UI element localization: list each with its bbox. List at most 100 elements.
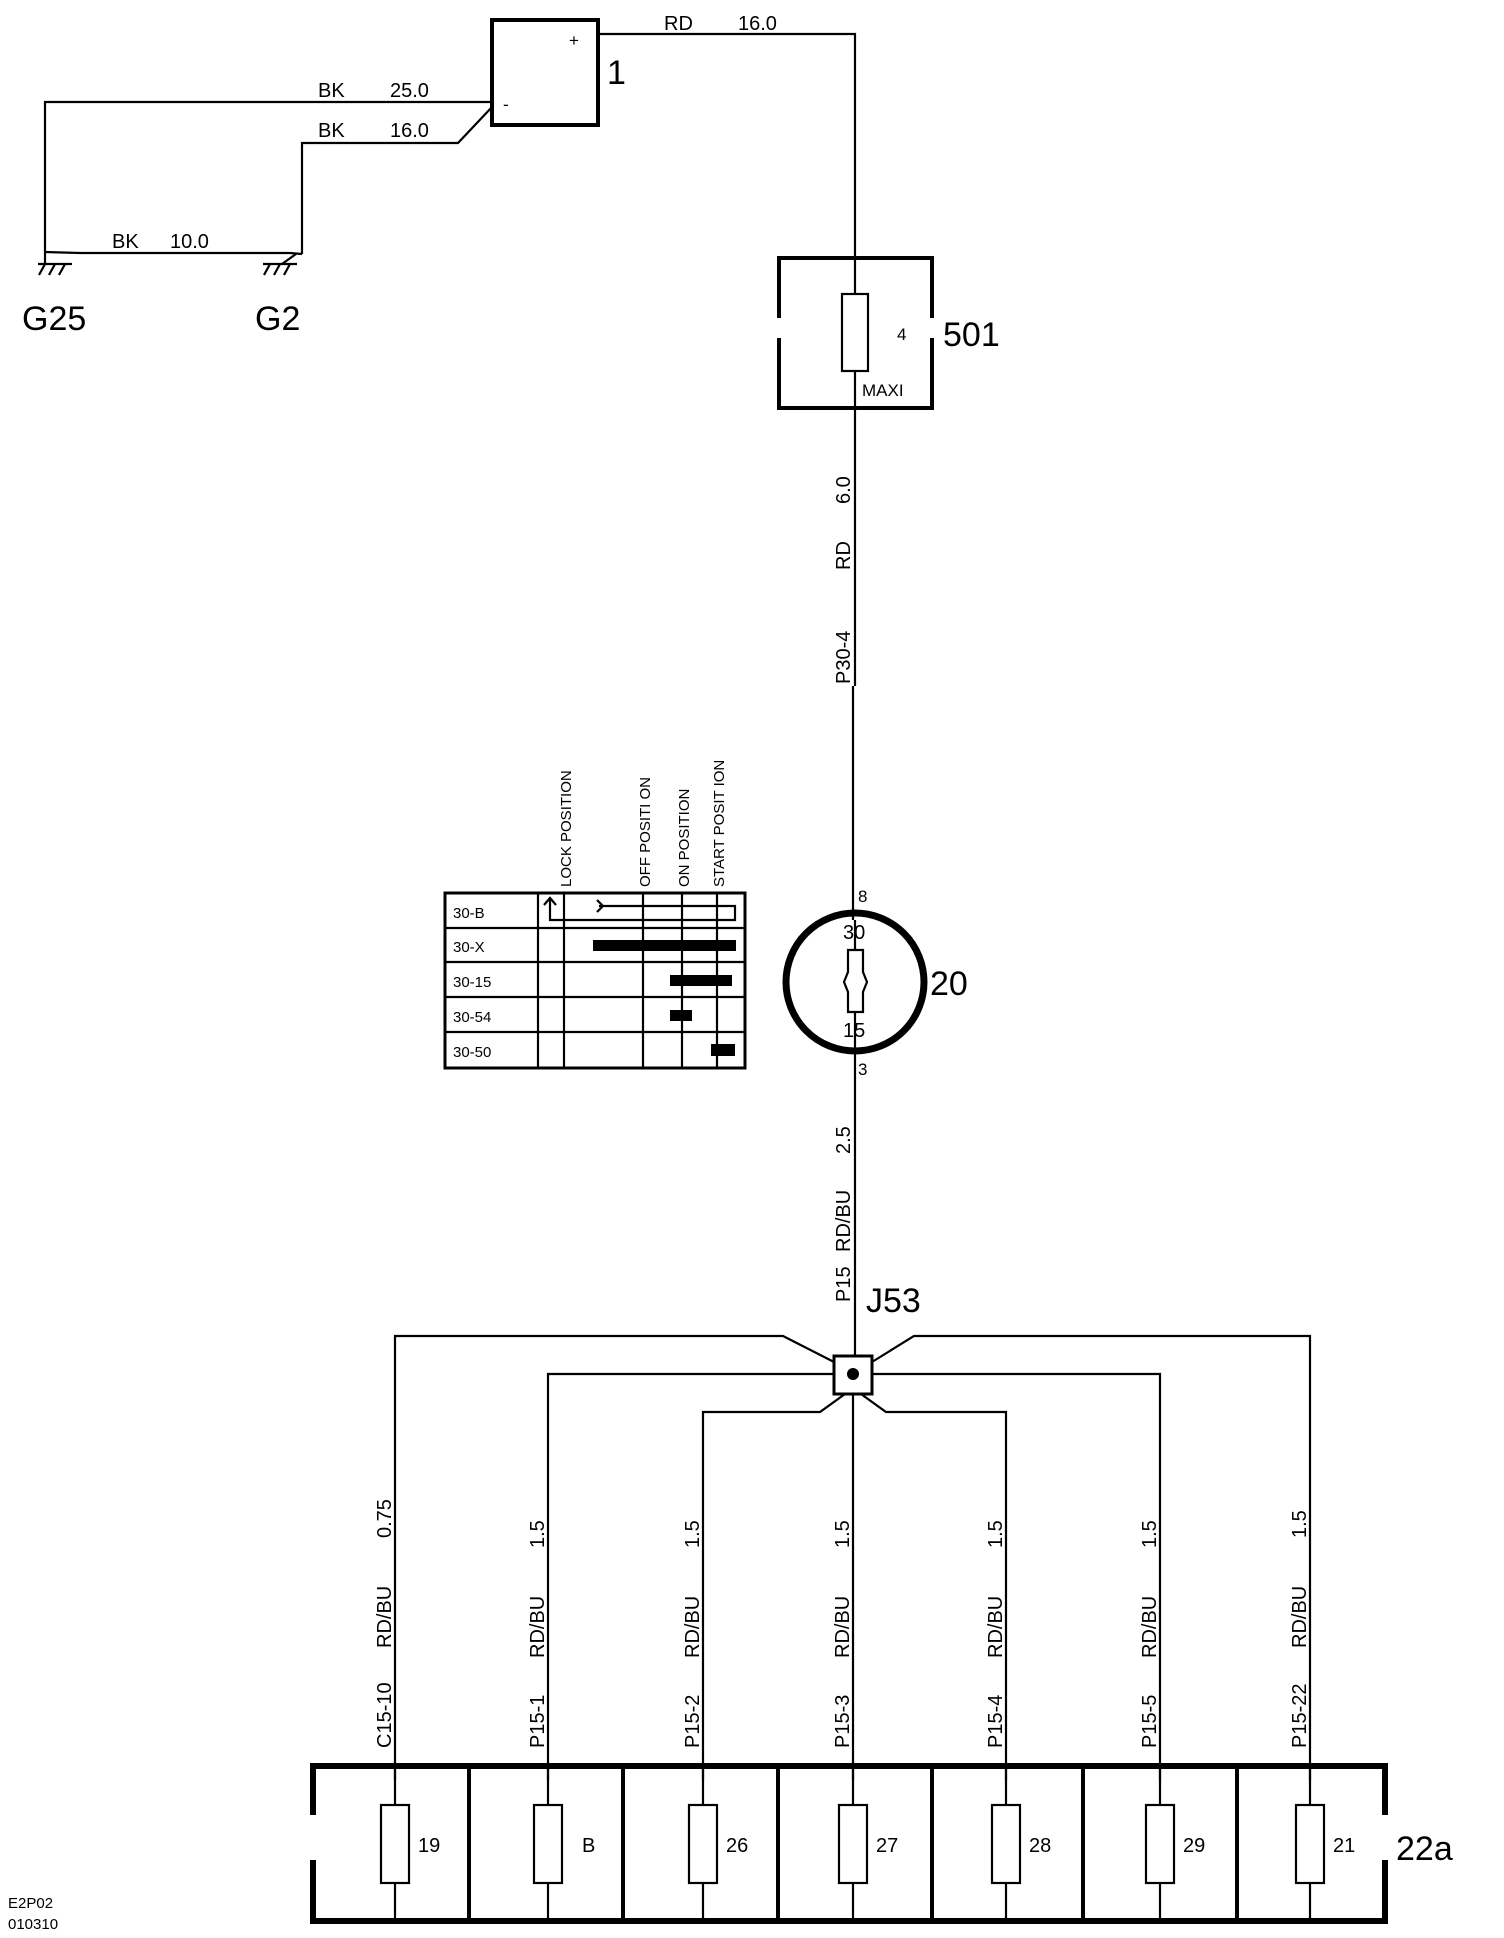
wire-size-label: 25.0 [390, 80, 429, 102]
wire-circuit-label: P15 [833, 1266, 855, 1302]
table-row-label: 30-15 [453, 974, 491, 991]
branch-label: C15-10 RD/BU 0.75 [374, 1499, 396, 1748]
position-header: START POSIT ION [711, 760, 728, 887]
wire-color-label: RD/BU [1139, 1596, 1161, 1658]
fuse-number: 27 [876, 1835, 898, 1857]
battery: + - 1 [490, 18, 626, 127]
wire-color-label: RD [664, 13, 693, 35]
ground-g25-label: G25 [22, 300, 86, 338]
branch-label: P15-3 RD/BU 1.5 [832, 1520, 854, 1748]
wire-circuit-label: P15-22 [1289, 1684, 1311, 1749]
fuse-b: B [532, 1766, 595, 1921]
wire-size-label: 1.5 [985, 1520, 1007, 1548]
fuse-number: 21 [1333, 1835, 1355, 1857]
wire-size-label: 16.0 [738, 13, 777, 35]
wire-circuit-label: C15-10 [374, 1682, 396, 1748]
fuse-box-id: 22a [1396, 1830, 1453, 1868]
row-30-50-bar [711, 1044, 735, 1056]
branch-label: P15-5 RD/BU 1.5 [1139, 1520, 1161, 1748]
wire-battery-to-g2: BK 16.0 [300, 106, 493, 254]
key-icon [842, 948, 869, 1014]
fuse-type: MAXI [862, 381, 904, 400]
wire-color-label: RD/BU [1289, 1586, 1311, 1648]
fuse-number: 26 [726, 1835, 748, 1857]
wire-size-label: 0.75 [374, 1499, 396, 1538]
ground-icon: G2 [255, 253, 300, 338]
battery-minus-label: - [503, 95, 509, 114]
wire-color-label: RD/BU [527, 1596, 549, 1658]
wire-size-label: 1.5 [832, 1520, 854, 1548]
ground-icon: G25 [22, 252, 86, 338]
maxi-fuse-501: 4 MAXI 501 [775, 256, 1000, 410]
wire-size-label: 10.0 [170, 231, 209, 253]
wire-circuit-label: P15-4 [985, 1695, 1007, 1748]
ignition-switch-id: 20 [930, 965, 968, 1003]
wire-color-label: BK [318, 80, 345, 102]
fuse-27: 27 [837, 1766, 898, 1921]
wire-size-label: 16.0 [390, 120, 429, 142]
fuse-29: 29 [1144, 1766, 1205, 1921]
fuse-number: 4 [897, 325, 906, 344]
wire-battery-positive: RD 16.0 [598, 13, 857, 258]
fuse-number: 19 [418, 1835, 440, 1857]
fuse-19: 19 [379, 1766, 440, 1921]
maxi-fuse-id: 501 [943, 316, 1000, 354]
wire-color-label: RD/BU [833, 1190, 855, 1252]
wire-size-label: 1.5 [1289, 1510, 1311, 1538]
row-30-15-bar [670, 975, 732, 986]
wire-circuit-label: P15-2 [682, 1695, 704, 1748]
wire-battery-to-g25: BK 25.0 [43, 80, 492, 252]
wire-color-label: RD/BU [682, 1596, 704, 1658]
wire-color-label: BK [318, 120, 345, 142]
wire-color-label: RD/BU [374, 1586, 396, 1648]
position-header: OFF POSITI ON [637, 777, 654, 887]
row-30b-marks [543, 896, 737, 922]
position-header: LOCK POSITION [558, 770, 575, 887]
splice-j53: J53 [832, 1282, 921, 1396]
footer-code: E2P02 [8, 1895, 53, 1912]
fuse-number: 29 [1183, 1835, 1205, 1857]
fuse-box-22a: 22a [309, 1763, 1453, 1924]
fuse-number: B [582, 1835, 595, 1857]
ignition-switch: 8 30 15 3 20 [782, 887, 968, 1079]
table-row-label: 30-54 [453, 1009, 491, 1026]
branch-wires [393, 1334, 1312, 1780]
wire-color-label: RD/BU [985, 1596, 1007, 1658]
position-header: ON POSITION [676, 789, 693, 887]
wire-p15: P15 RD/BU 2.5 [833, 1050, 857, 1356]
wire-circuit-label: P15-3 [832, 1695, 854, 1748]
branch-label: P15-2 RD/BU 1.5 [682, 1520, 704, 1748]
wire-size-label: 1.5 [527, 1520, 549, 1548]
wire-size-label: 2.5 [833, 1126, 855, 1154]
wire-size-label: 6.0 [833, 476, 855, 504]
ground-g2-label: G2 [255, 300, 300, 338]
wire-circuit-label: P15-1 [527, 1695, 549, 1748]
battery-plus-label: + [569, 31, 579, 50]
switch-pin-bottom: 3 [858, 1060, 867, 1079]
footer-date: 010310 [8, 1916, 58, 1933]
branch-label: P15-1 RD/BU 1.5 [527, 1520, 549, 1748]
table-row-label: 30-50 [453, 1044, 491, 1061]
splice-id: J53 [866, 1282, 921, 1320]
wire-color-label: BK [112, 231, 139, 253]
branch-label: P15-4 RD/BU 1.5 [985, 1520, 1007, 1748]
switch-position-table: LOCK POSITION OFF POSITI ON ON POSITION … [443, 760, 747, 1070]
wire-p30-4: P30-4 RD 6.0 [833, 408, 857, 920]
battery-id: 1 [607, 54, 626, 92]
row-30x-bar [593, 940, 736, 951]
row-30-54-bar [670, 1010, 692, 1021]
fuse-28: 28 [990, 1766, 1051, 1921]
table-header: LOCK POSITION OFF POSITI ON ON POSITION … [558, 760, 728, 887]
branch-label: P15-22 RD/BU 1.5 [1289, 1510, 1311, 1748]
wire-ground-link: BK 10.0 [44, 231, 303, 256]
wire-size-label: 1.5 [682, 1520, 704, 1548]
fuse-21: 21 [1294, 1766, 1355, 1921]
wire-circuit-label: P15-5 [1139, 1695, 1161, 1748]
fuse-26: 26 [687, 1766, 748, 1921]
wire-color-label: RD/BU [832, 1596, 854, 1658]
wire-color-label: RD [833, 541, 855, 570]
wire-circuit-label: P30-4 [833, 631, 855, 684]
switch-pin-top: 8 [858, 887, 867, 906]
table-row-label: 30-X [453, 939, 485, 956]
